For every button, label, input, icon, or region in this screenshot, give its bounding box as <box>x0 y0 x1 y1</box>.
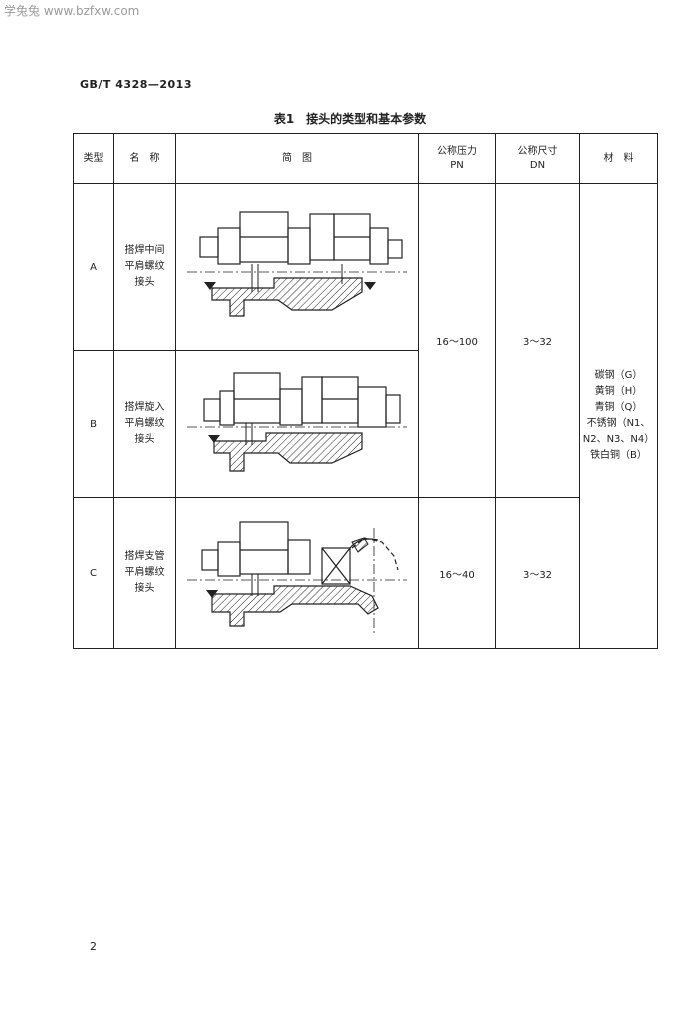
size-cell-ab: 3～32 <box>495 183 580 498</box>
material-item: 铁白铜（B） <box>590 450 647 461</box>
material-item: 黄铜（H） <box>594 386 643 397</box>
pressure-cell-c: 16～40 <box>418 497 496 649</box>
diagram-b-drawing <box>187 372 407 472</box>
diagram-c-drawing <box>187 521 407 633</box>
name-cell-c: 搭焊支管 平肩螺纹 接头 <box>113 497 176 649</box>
diagram-a-drawing <box>187 211 407 317</box>
name-line: 接头 <box>134 277 155 288</box>
diagram-cell-a <box>175 183 419 351</box>
type-cell-a: A <box>73 183 114 351</box>
name-cell-a: 搭焊中间 平肩螺纹 接头 <box>113 183 176 351</box>
name-line: 搭焊支管 <box>124 551 165 562</box>
header-pressure-label: 公称压力 <box>437 145 477 157</box>
name-line: 平肩螺纹 <box>124 418 165 429</box>
name-cell-b: 搭焊旋入 平肩螺纹 接头 <box>113 350 176 498</box>
standard-code: GB/T 4328—2013 <box>80 78 192 91</box>
material-item: N2、N3、N4） <box>582 434 655 445</box>
watermark: 学兔兔 www.bzfxw.com <box>4 4 140 18</box>
pressure-cell-ab: 16～100 <box>418 183 496 498</box>
header-type: 类型 <box>73 133 114 184</box>
page-number: 2 <box>90 940 97 953</box>
name-line: 平肩螺纹 <box>124 567 165 578</box>
name-line: 搭焊旋入 <box>124 402 165 413</box>
type-cell-c: C <box>73 497 114 649</box>
table-row-a: A 搭焊中间 平肩螺纹 接头 <box>73 183 658 649</box>
joint-types-table: 类型 名 称 简 图 公称压力 PN 公称尺寸 DN 材 料 A 搭焊中间 平肩… <box>73 133 658 649</box>
material-item: 不锈钢（N1、 <box>586 418 651 429</box>
header-diagram: 简 图 <box>175 133 419 184</box>
diagram-cell-b <box>175 350 419 498</box>
diagram-cell-c <box>175 497 419 649</box>
header-size-label: 公称尺寸 <box>517 145 558 157</box>
material-item: 青铜（Q） <box>594 402 643 413</box>
table-header-row: 类型 名 称 简 图 公称压力 PN 公称尺寸 DN 材 料 <box>73 133 658 184</box>
header-size-symbol: DN <box>529 159 546 171</box>
header-size: 公称尺寸 DN <box>495 133 580 184</box>
table-row-c: C 搭焊支管 平肩螺纹 接头 <box>73 497 658 649</box>
header-pressure: 公称压力 PN <box>418 133 496 184</box>
header-name: 名 称 <box>113 133 176 184</box>
name-line: 接头 <box>134 583 155 594</box>
name-line: 平肩螺纹 <box>124 261 165 272</box>
name-line: 搭焊中间 <box>124 245 165 256</box>
table-row-b: B 搭焊旋入 平肩螺纹 接头 <box>73 350 658 498</box>
name-line: 接头 <box>134 434 155 445</box>
material-cell: 碳钢（G） 黄铜（H） 青铜（Q） 不锈钢（N1、 N2、N3、N4） 铁白铜（… <box>579 183 658 649</box>
size-cell-c: 3～32 <box>495 497 580 649</box>
material-item: 碳钢（G） <box>594 370 643 381</box>
header-pressure-symbol: PN <box>450 159 464 171</box>
table-title: 表1 接头的类型和基本参数 <box>273 112 427 126</box>
header-material: 材 料 <box>579 133 658 184</box>
type-cell-b: B <box>73 350 114 498</box>
